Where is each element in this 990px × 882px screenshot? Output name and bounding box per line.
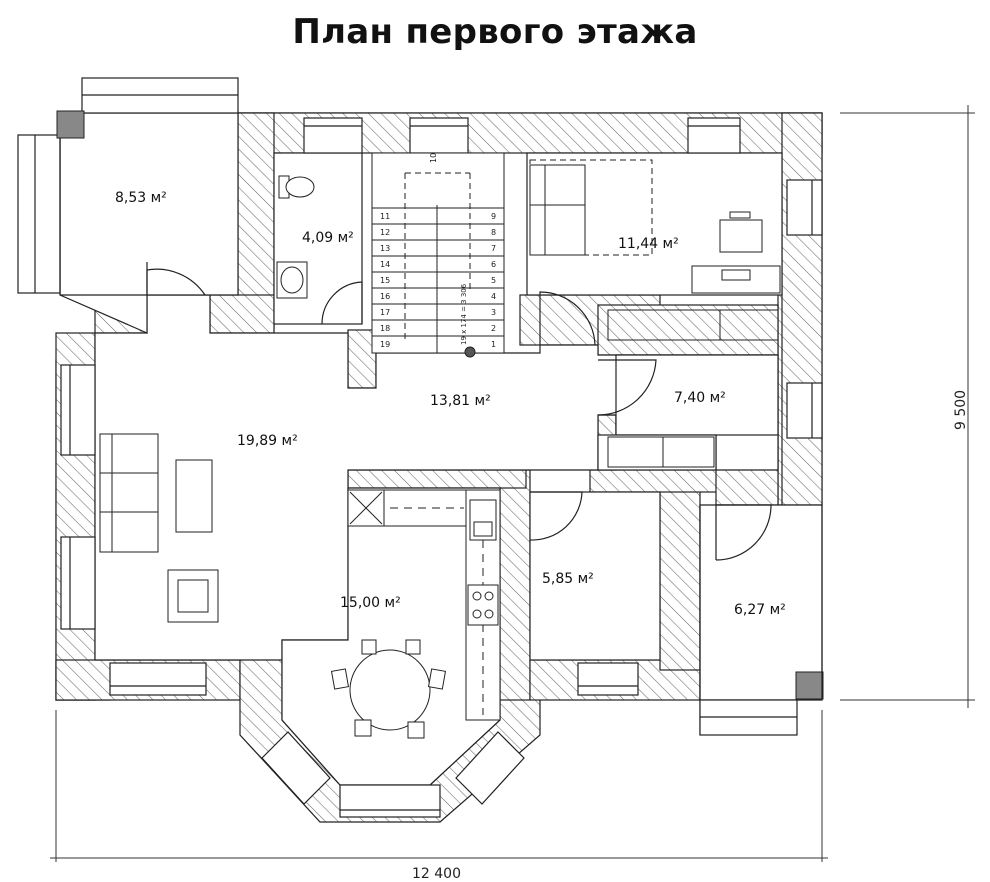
window-left-2 [60,536,96,630]
stair-step-right: 7 [491,244,496,253]
stair-step-right: 6 [491,260,496,269]
porch-door [715,504,772,561]
corridor-door [597,359,657,416]
sofa-icon [99,433,159,553]
storage-right-wall [659,469,701,671]
storage-door [529,491,583,541]
stair-step-left: 19 [380,340,390,349]
staircase [371,152,505,358]
corridor-area-label: 7,40 м² [674,390,726,406]
terrace-column [56,110,85,139]
stair-start-marker [464,346,476,358]
stair-dimension-note: 19 x 174 = 3 306 [460,283,468,345]
kitchen-top-wall [347,469,527,489]
stair-step-left: 11 [380,212,390,221]
window-right-1 [786,179,823,236]
kitchen-right-wall [499,469,531,701]
sink-icon [276,261,308,299]
kitchen-furniture [330,489,501,739]
window-bay-left [261,731,331,805]
stair-step-left: 18 [380,324,390,333]
living-furniture [99,433,219,623]
terrace-door [146,268,206,296]
stair-step-right: 3 [491,308,496,317]
window-right-2 [786,382,823,439]
storage-top-wall [589,469,721,493]
window-top-3 [687,117,741,154]
stair-step-left: 13 [380,244,390,253]
terrace [17,77,239,296]
porch-area-label: 6,27 м² [734,602,786,618]
dining-table-icon [330,639,447,739]
stair-step-right: 4 [491,292,496,301]
window-bay-center [339,784,441,818]
closet-furniture [607,309,779,468]
stair-step-left: 17 [380,308,390,317]
stair-step-right: 2 [491,324,496,333]
stair-numbers: 10 11 12 13 14 15 16 17 18 19 9 8 7 6 5 … [380,153,496,349]
stair-step-left: 16 [380,292,390,301]
storage-floor [529,491,661,661]
bathroom-area-label: 4,09 м² [302,230,354,246]
tv-icon [719,219,763,253]
corridor-floor [615,354,779,436]
page-title: План первого этажа [292,12,698,52]
bathroom-fixtures [276,175,315,299]
bedroom-area-label: 11,44 м² [618,236,679,252]
stair-step-left: 12 [380,228,390,237]
window-bay-right [455,731,525,805]
bathroom-door [321,281,363,325]
terrace-wall [209,294,275,334]
stair-step-left: 15 [380,276,390,285]
room-labels: 8,53 м² 4,09 м² 11,44 м² 13,81 м² 7,40 м… [115,190,786,618]
stair-step-right: 8 [491,228,496,237]
sofa-icon [529,164,586,256]
living-area-label: 19,89 м² [237,433,298,449]
porch-lines [699,505,823,736]
stair-step-right: 1 [491,340,496,349]
window-bottom-1 [109,662,207,696]
closet-floor [597,434,717,471]
dimension-lines [50,105,975,862]
corridor-wall [597,304,779,356]
doors [146,262,772,561]
terrace-area-label: 8,53 м² [115,190,167,206]
storage-area-label: 5,85 м² [542,571,594,587]
width-dimension: 12 400 [412,866,461,882]
porch-column [795,671,824,700]
window-left-1 [60,364,96,456]
stair-step-right: 9 [491,212,496,221]
bedroom-door [539,291,596,346]
bedroom-furniture [529,159,781,294]
window-top-2 [409,117,469,154]
toilet-icon [278,175,315,199]
stair-top-number: 10 [429,153,438,163]
stove-icon [467,584,499,626]
coffee-table-icon [175,459,213,533]
height-dimension: 9 500 [953,390,969,430]
window-top-1 [303,117,363,154]
right-wall [781,112,823,506]
stair-step-left: 14 [380,260,390,269]
windows [60,117,823,818]
window-bottom-2 [577,662,639,696]
stair-step-right: 5 [491,276,496,285]
hall-area-label: 13,81 м² [430,393,491,409]
stair-treads [372,207,504,337]
kitchen-area-label: 15,00 м² [340,595,401,611]
